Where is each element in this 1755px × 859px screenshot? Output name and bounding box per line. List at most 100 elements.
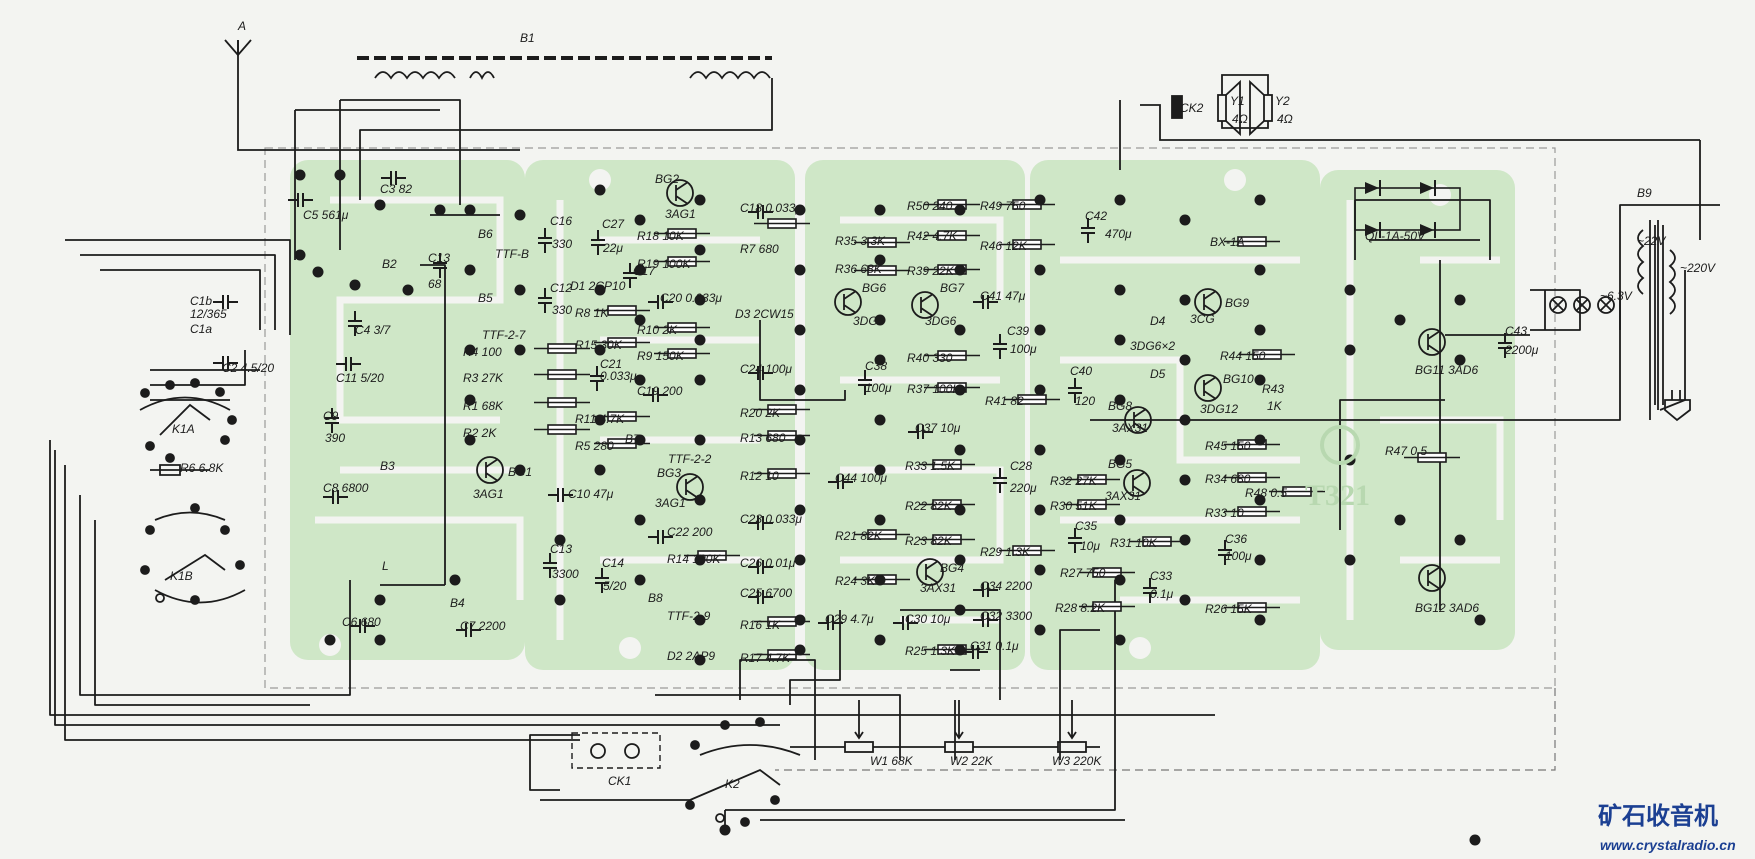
- component-label: TTF-B: [495, 247, 529, 261]
- component-label: 12/365: [190, 307, 227, 321]
- capacitor-glyph: [538, 288, 552, 313]
- component-label: QL-1A-50V: [1365, 229, 1426, 243]
- junction-dot: [874, 204, 886, 216]
- component-label: BG12 3AD6: [1415, 601, 1479, 615]
- junction-dot: [954, 554, 966, 566]
- component-label: C16: [550, 214, 572, 228]
- component-label: R28 8.2K: [1055, 601, 1106, 615]
- junction-dot: [1114, 454, 1126, 466]
- component-label: BG10: [1223, 372, 1254, 386]
- junction-dot: [794, 554, 806, 566]
- component-label: R13 680: [740, 431, 786, 445]
- component-label: R5 280: [575, 439, 614, 453]
- junction-dot: [1254, 554, 1266, 566]
- junction-dot: [464, 394, 476, 406]
- component-label: R49 750: [980, 199, 1026, 213]
- junction-dot: [374, 594, 386, 606]
- component-label: B2: [382, 257, 397, 271]
- component-label: R8 1K: [575, 306, 609, 320]
- junction-dot: [874, 634, 886, 646]
- junction-dot: [449, 574, 461, 586]
- transistor-lead: [1427, 330, 1441, 354]
- component-label: R16 1K: [740, 618, 781, 632]
- transistor-glyph: [1418, 564, 1446, 592]
- bridge-rectifier-QL-1A: [1354, 180, 1461, 238]
- component-label: 100μ: [865, 381, 892, 395]
- junction-dot: [434, 204, 446, 216]
- capacitor-glyph: [1068, 378, 1082, 403]
- junction-dot: [694, 654, 706, 666]
- component-label: R36 68K: [835, 262, 883, 276]
- component-label: 3AX31: [1112, 421, 1148, 435]
- component-label: R11 4.7K: [575, 412, 625, 426]
- watermark-url: www.crystalradio.cn: [1600, 837, 1736, 853]
- component-label: R42 4.7K: [907, 229, 958, 243]
- junction-dot: [634, 264, 646, 276]
- junction-dot: [954, 504, 966, 516]
- transistor-lead: [843, 290, 857, 314]
- transistor-lead: [1132, 471, 1146, 495]
- capacitor-glyph: [350, 619, 375, 633]
- component-label: C38: [865, 359, 887, 373]
- component-label: R48 0.5: [1245, 486, 1287, 500]
- component-label: 3DG12: [1200, 402, 1238, 416]
- component-label: C39: [1007, 324, 1029, 338]
- junction-dot: [694, 554, 706, 566]
- transistor-glyph: [676, 473, 704, 501]
- junction-dot: [1254, 494, 1266, 506]
- component-label: ~220V: [1680, 261, 1716, 275]
- component-label: R31 10K: [1110, 536, 1158, 550]
- component-label: C13: [428, 251, 450, 265]
- pcb-gaps: [315, 196, 1504, 640]
- junction-dot: [1034, 194, 1046, 206]
- component-label: C22 200: [667, 525, 713, 539]
- capacitor-glyph: [908, 425, 933, 439]
- component-label: C4 3/7: [355, 323, 392, 337]
- capacitor-glyph: [323, 490, 348, 504]
- component-label: BG5: [1108, 457, 1132, 471]
- component-label: C36: [1225, 532, 1247, 546]
- capacitor-glyph: [828, 475, 853, 489]
- junction-dot: [794, 614, 806, 626]
- junction-dot: [694, 194, 706, 206]
- component-label: D3 2CW15: [735, 307, 794, 321]
- component-label: C41 47μ: [980, 289, 1026, 303]
- component-label: R50 240: [907, 199, 953, 213]
- component-label: 3AG1: [665, 207, 696, 221]
- component-label: 3AG1: [473, 487, 504, 501]
- component-label: R27 750: [1060, 566, 1106, 580]
- junction-dot: [402, 284, 414, 296]
- junction-dot: [594, 284, 606, 296]
- component-label: R6 6.8K: [180, 461, 224, 475]
- capacitor-glyph: [623, 263, 637, 288]
- junction-dot: [374, 634, 386, 646]
- component-label: R33 1.5K: [905, 459, 956, 473]
- junction-dot: [694, 334, 706, 346]
- junction-dot: [1179, 534, 1191, 546]
- junction-dot: [874, 414, 886, 426]
- capacitor-glyph: [748, 205, 773, 219]
- resistor-glyphs: [534, 199, 1460, 660]
- transistor-glyph: [1124, 406, 1152, 434]
- junction-dot: [1114, 634, 1126, 646]
- component-label: BG7: [940, 281, 965, 295]
- component-label: C25 6700: [740, 586, 792, 600]
- component-label: B7: [625, 432, 641, 446]
- component-label: R34 680: [1205, 472, 1251, 486]
- junction-dot: [874, 574, 886, 586]
- component-label: 0.033μ: [600, 369, 637, 383]
- junction-dot: [312, 266, 324, 278]
- transistor-glyph: [666, 179, 694, 207]
- junction-dot: [694, 374, 706, 386]
- component-label: R12 10: [740, 469, 779, 483]
- capacitor-glyph: [213, 295, 238, 309]
- capacitor-glyph: [590, 366, 604, 391]
- junction-dot: [1474, 614, 1486, 626]
- component-label: D5: [1150, 367, 1166, 381]
- component-label: C13: [550, 542, 572, 556]
- junction-dot: [954, 264, 966, 276]
- junction-dot: [1344, 344, 1356, 356]
- jack-CK1: [571, 732, 661, 769]
- component-label: 3AG1: [655, 496, 686, 510]
- component-label: 10μ: [1080, 539, 1100, 553]
